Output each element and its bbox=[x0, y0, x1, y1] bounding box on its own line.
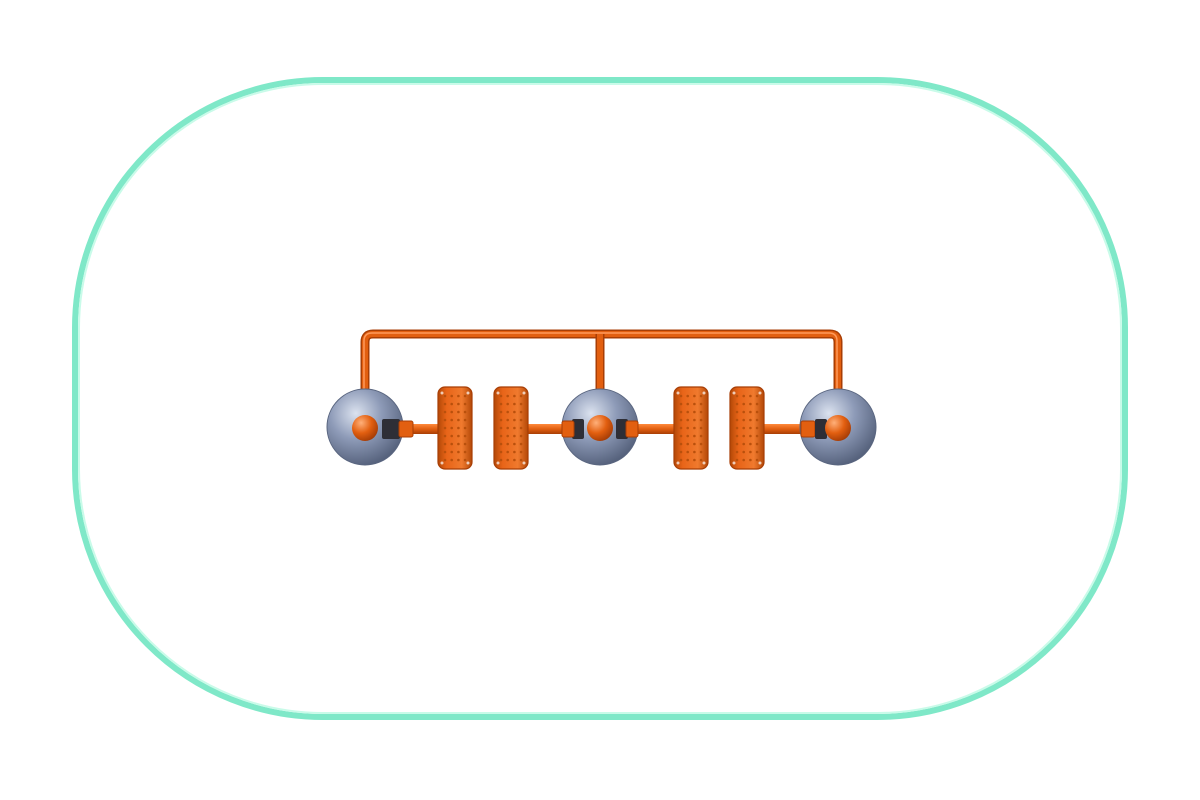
pipe-fittings bbox=[382, 419, 827, 439]
valve-knob-icon bbox=[352, 415, 378, 441]
pad-icon bbox=[729, 386, 765, 470]
axle-pipe bbox=[365, 424, 838, 434]
brake-pads bbox=[437, 386, 765, 470]
valve-knob-icon bbox=[587, 415, 613, 441]
track-outline bbox=[72, 77, 1128, 720]
pad-icon bbox=[493, 386, 529, 470]
track-highlight bbox=[78, 83, 1122, 714]
pad-icon bbox=[673, 386, 709, 470]
pad-icon bbox=[437, 386, 473, 470]
valve-knob-icon bbox=[825, 415, 851, 441]
